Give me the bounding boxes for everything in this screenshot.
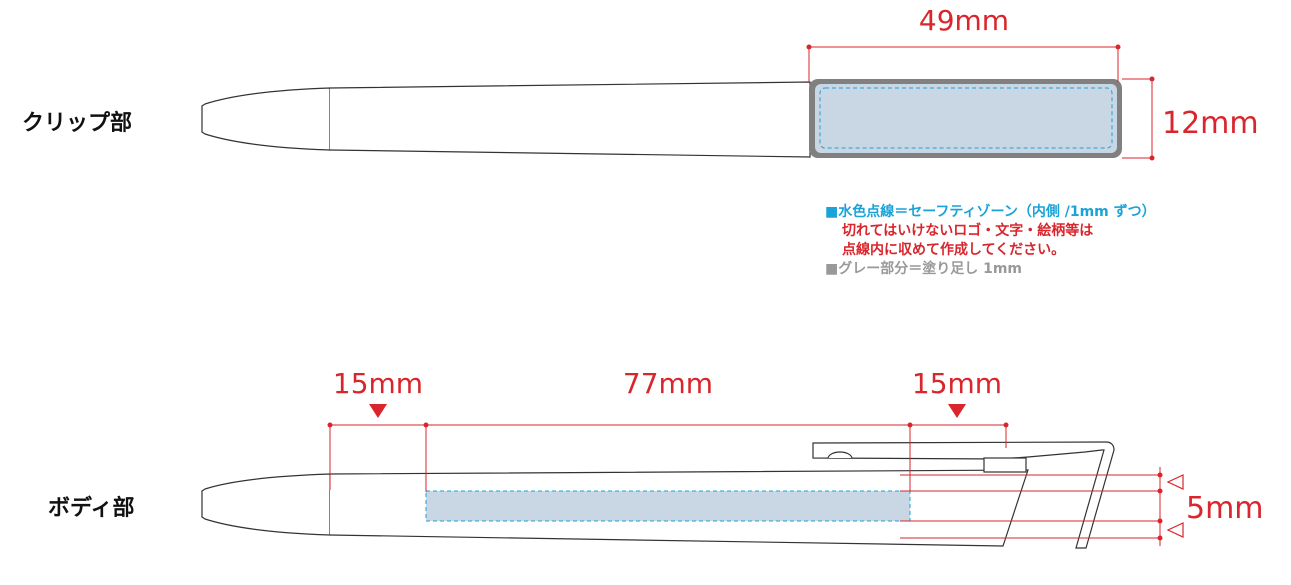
clip-pen-barrel [329, 81, 811, 158]
clip-height-dimension [1122, 78, 1153, 159]
clip-pen-tip [201, 87, 331, 151]
left-margin-arrow-icon [369, 404, 387, 418]
legend-safety-zone: ■水色点線＝セーフティゾーン（内側 /1mm ずつ） [825, 204, 1156, 220]
clip-width-dimension [808, 46, 1119, 82]
body-height-value: 5mm [1186, 491, 1264, 526]
body-dim-dot-1 [327, 422, 333, 428]
legend: ■水色点線＝セーフティゾーン（内側 /1mm ずつ） 切れてはいけないロゴ・文字… [825, 203, 1156, 279]
body-print-area [426, 491, 910, 521]
body-pen-end-cap [983, 457, 1027, 473]
body-h-dot-3 [1157, 518, 1163, 524]
body-pen-tip [201, 473, 331, 536]
clip-width-dot-left [806, 44, 812, 50]
right-margin-arrow-icon [948, 404, 966, 418]
body-print-width-value: 77mm [623, 367, 713, 400]
clip-pen-drawing [201, 81, 811, 158]
body-height-dimension [900, 467, 1161, 546]
body-h-dot-2 [1157, 488, 1163, 494]
body-left-margin-value: 15mm [333, 367, 423, 400]
body-h-dot-1 [1157, 472, 1163, 478]
clip-height-dot-top [1149, 76, 1155, 82]
body-pen-clip-knob [827, 451, 853, 459]
clip-width-dot-right [1115, 44, 1121, 50]
body-part-label: ボディ部 [48, 496, 135, 521]
clip-width-value: 49mm [919, 4, 1009, 37]
clip-part-label: クリップ部 [22, 111, 133, 136]
body-dim-dot-4 [1003, 422, 1009, 428]
body-width-dimension [329, 424, 1007, 492]
body-dim-dot-3 [907, 422, 913, 428]
legend-note-1: 切れてはいけないロゴ・文字・絵柄等は [842, 223, 1094, 239]
height-arrow-top-icon [1166, 474, 1184, 490]
body-safety-zone [425, 490, 911, 522]
clip-height-value: 12mm [1162, 106, 1259, 141]
body-right-margin-value: 15mm [912, 367, 1002, 400]
clip-print-area [815, 84, 1117, 153]
body-dim-dot-2 [423, 422, 429, 428]
legend-bleed: ■グレー部分＝塗り足し 1mm [825, 261, 1023, 277]
body-h-dot-4 [1157, 535, 1163, 541]
height-arrow-bottom-icon [1166, 522, 1184, 538]
clip-safety-zone [819, 87, 1113, 149]
clip-height-dot-bottom [1149, 155, 1155, 161]
legend-note-2: 点線内に収めて作成してください。 [842, 242, 1066, 258]
